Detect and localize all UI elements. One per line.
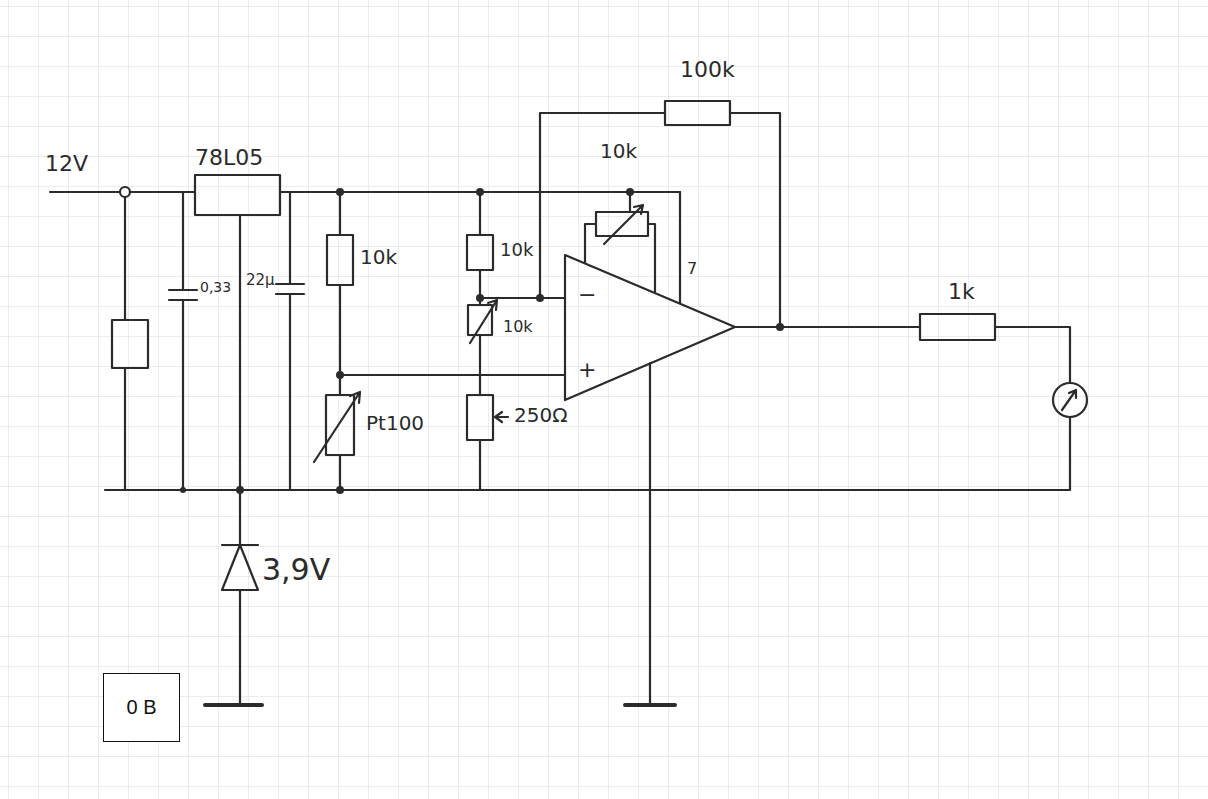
junction-dot — [476, 294, 484, 302]
wire — [585, 224, 596, 263]
trimmer-symbol — [468, 305, 492, 335]
voltage-label: 3,9V — [262, 553, 330, 586]
zener-symbol — [222, 545, 258, 590]
terminal — [120, 187, 130, 197]
wire — [679, 192, 681, 303]
resistor-symbol — [920, 314, 995, 340]
sensor-symbol — [326, 395, 354, 455]
variable-arrow — [470, 300, 497, 343]
box-text: 0 B — [126, 696, 156, 719]
ground-rail — [105, 417, 1070, 490]
wire — [649, 363, 651, 705]
wire — [540, 113, 665, 298]
value-label: 22µ — [246, 272, 275, 289]
capacitor-symbol — [169, 290, 197, 300]
variable-arrow — [314, 392, 360, 462]
wire — [239, 590, 241, 705]
value-label: 10k — [503, 318, 533, 336]
value-label: 0,33 — [200, 280, 231, 295]
junction-dot — [236, 486, 244, 494]
resistor-symbol — [467, 235, 493, 270]
wiper-arrow — [495, 412, 508, 422]
variable-arrow — [604, 205, 643, 244]
junction-dot — [336, 188, 344, 196]
wire — [995, 327, 1070, 383]
part-label: 78L05 — [195, 146, 263, 170]
junction-dot — [336, 371, 344, 379]
resistor-symbol — [665, 101, 730, 125]
wire — [479, 440, 481, 490]
regulator-symbol — [195, 175, 280, 215]
value-label: 250Ω — [514, 404, 567, 426]
value-label: 1k — [948, 280, 975, 304]
wire — [289, 294, 291, 490]
wire — [50, 191, 120, 193]
wire — [730, 113, 780, 327]
pin-number: 7 — [687, 260, 697, 278]
wire — [124, 368, 126, 490]
junction-dot — [476, 188, 484, 196]
value-label: 10k — [600, 140, 637, 162]
value-label: 10k — [500, 240, 533, 260]
voltage-label: 12V — [45, 152, 88, 176]
junction-dot — [536, 294, 544, 302]
pin-sign: + — [578, 358, 596, 382]
pin-sign: − — [578, 283, 596, 307]
value-label: 100k — [680, 58, 735, 82]
meter-symbol — [1053, 383, 1087, 417]
trimmer-symbol — [596, 212, 648, 236]
part-label: Pt100 — [366, 412, 424, 434]
wire — [339, 192, 341, 235]
potentiometer-symbol — [467, 395, 493, 440]
wire — [648, 224, 655, 292]
wire — [130, 191, 195, 193]
value-label: 10k — [360, 246, 397, 268]
wire — [735, 326, 920, 328]
junction-dot — [180, 487, 186, 493]
wire — [339, 455, 341, 490]
wire — [479, 335, 481, 395]
ground-symbol — [205, 703, 262, 707]
wire — [479, 192, 481, 235]
junction-dot — [626, 188, 634, 196]
wire — [289, 192, 291, 284]
resistor-symbol — [327, 235, 353, 285]
wire — [182, 192, 184, 290]
wire — [239, 215, 241, 545]
wire — [340, 374, 565, 376]
junction-dot — [776, 323, 784, 331]
text-box: 0 B — [103, 673, 180, 742]
wire — [182, 300, 184, 490]
ground-symbol — [625, 703, 675, 707]
meter-needle — [1062, 390, 1076, 410]
wire — [480, 297, 565, 299]
capacitor-symbol — [276, 284, 304, 294]
wire — [124, 197, 126, 320]
junction-dot — [336, 486, 344, 494]
fuse-symbol — [112, 320, 148, 368]
